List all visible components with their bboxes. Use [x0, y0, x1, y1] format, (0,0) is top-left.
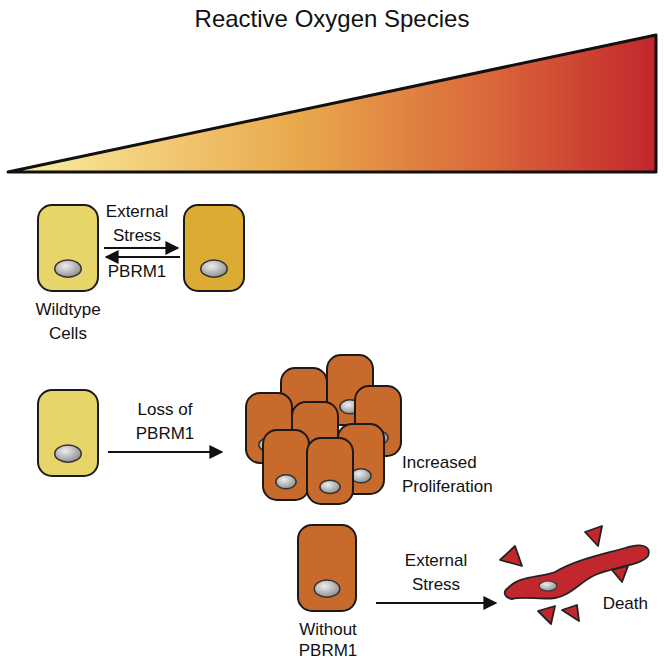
- fragment: [562, 605, 579, 621]
- cell-body: [307, 438, 353, 504]
- cell-group: Wildtype Cells: [18, 200, 118, 346]
- arrow: [104, 247, 178, 249]
- nucleus: [314, 580, 340, 597]
- fragment: [612, 566, 628, 582]
- nucleus: [55, 260, 81, 277]
- nucleus: [320, 480, 340, 493]
- cell-body: [263, 430, 309, 500]
- cell-group: Without PBRM1: [282, 520, 374, 661]
- nucleus: [201, 260, 227, 277]
- cell-group: Increased Proliferation: [240, 345, 512, 505]
- cell-body: [38, 390, 98, 476]
- cell: [38, 390, 98, 476]
- arrow-label: External Stress: [95, 200, 179, 248]
- cell: [298, 525, 356, 611]
- cell-group: Death: [498, 540, 654, 622]
- cell-body: [298, 525, 356, 611]
- node-label: Increased Proliferation: [402, 451, 512, 499]
- nucleus: [55, 445, 81, 462]
- cell: [307, 438, 353, 504]
- cell: [263, 430, 309, 500]
- cells: [38, 205, 401, 611]
- arrow-connector: [376, 602, 496, 604]
- arrow-label: Loss of PBRM1: [123, 398, 207, 446]
- node-label: Wildtype Cells: [23, 298, 113, 346]
- arrow: [106, 256, 180, 258]
- node-label: Death: [603, 592, 648, 616]
- nucleus-fragment: [539, 581, 557, 591]
- fragment: [585, 526, 602, 546]
- node-label: Without PBRM1: [284, 619, 372, 661]
- nucleus: [276, 475, 296, 489]
- cell-body: [38, 205, 98, 291]
- arrow-label: PBRM1: [95, 260, 179, 284]
- cell: [184, 205, 244, 291]
- edge-label: External Stress: [391, 549, 481, 597]
- cell: [38, 205, 98, 291]
- arrow: [108, 451, 222, 453]
- cell-body: [184, 205, 244, 291]
- ros-gradient-wedge: [8, 35, 656, 172]
- fragment: [500, 546, 522, 566]
- dead-cell-fragments: [500, 526, 649, 624]
- fragment: [505, 545, 649, 599]
- title: Reactive Oxygen Species: [0, 4, 664, 34]
- fragment: [538, 606, 555, 624]
